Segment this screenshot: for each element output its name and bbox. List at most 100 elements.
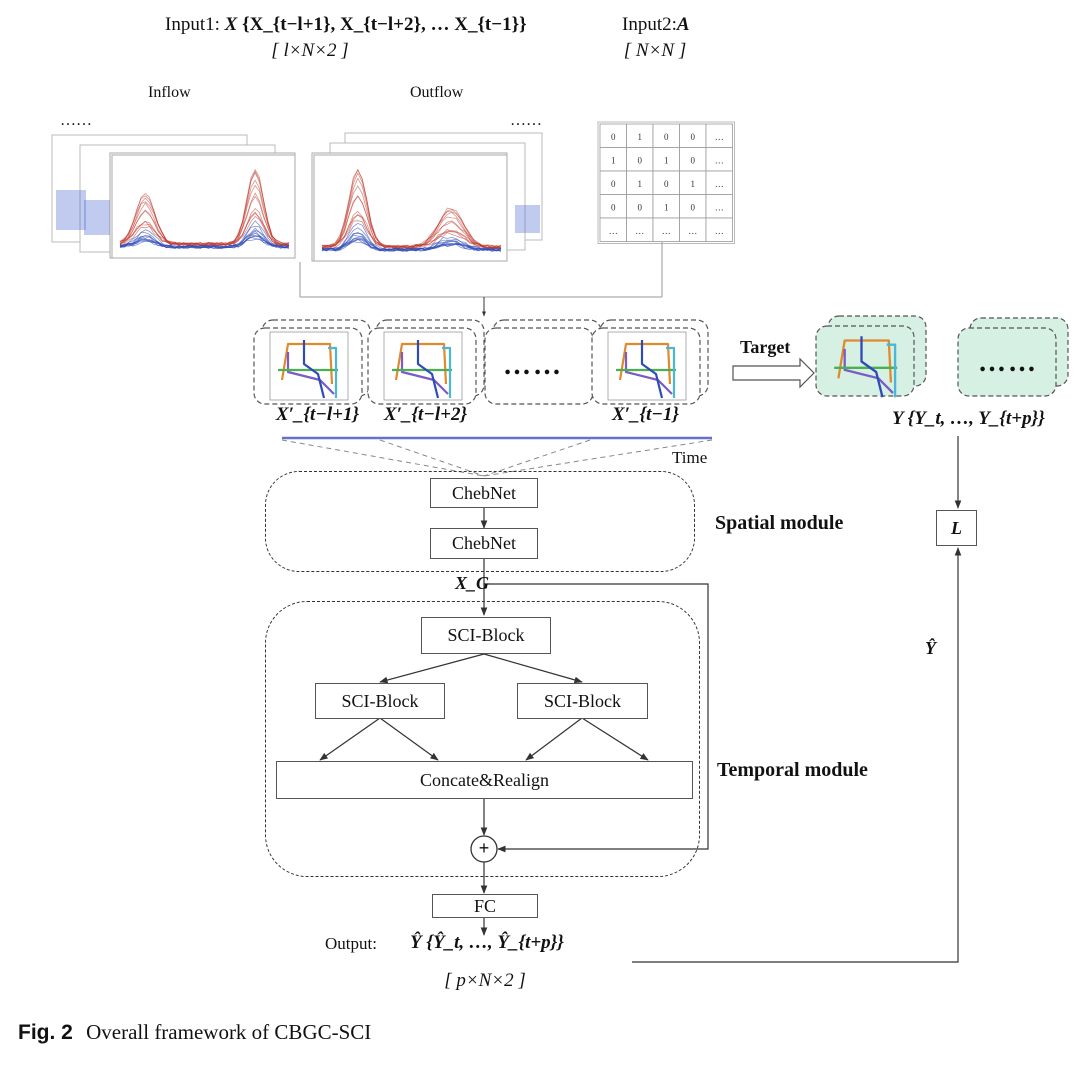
frame-label-3: X′_{t−1} bbox=[611, 404, 680, 425]
matrix-value: … bbox=[715, 155, 724, 165]
sci-block-top: SCI-Block bbox=[421, 617, 551, 654]
target-arrow bbox=[732, 357, 815, 389]
time-label: Time bbox=[672, 448, 708, 467]
frame-label-2: X′_{t−l+2} bbox=[383, 404, 468, 425]
metro-line bbox=[640, 340, 664, 399]
matrix-value: … bbox=[715, 202, 724, 212]
matrix-value: 0 bbox=[611, 132, 616, 142]
inflow-ellipsis: …… bbox=[60, 112, 92, 129]
inflow-label: Inflow bbox=[148, 84, 191, 101]
temporal-module-label: Temporal module bbox=[717, 759, 868, 781]
matrix-value: … bbox=[662, 226, 671, 236]
matrix-value: 0 bbox=[691, 132, 696, 142]
target-label: Target bbox=[740, 337, 791, 357]
metro-line bbox=[286, 352, 335, 395]
input1-set: {X_{t−l+1}, X_{t−l+2}, … X_{t−1}} bbox=[242, 14, 527, 35]
sci-block-right: SCI-Block bbox=[517, 683, 648, 719]
input1-header: Input1: X {X_{t−l+1}, X_{t−l+2}, … X_{t−… bbox=[165, 14, 527, 36]
outflow-line bbox=[321, 238, 502, 252]
loss-block: L bbox=[936, 510, 977, 546]
snapshot-frames bbox=[253, 315, 1069, 405]
metro-line bbox=[860, 336, 884, 398]
outflow-line bbox=[321, 222, 502, 252]
chebnet-block-1: ChebNet bbox=[430, 478, 538, 508]
target-ellipsis: …… bbox=[978, 347, 1038, 378]
metro-line bbox=[666, 346, 676, 398]
matrix-value: … bbox=[635, 226, 644, 236]
input1-dims: [ l×N×2 ] bbox=[271, 40, 349, 61]
matrix-value: … bbox=[609, 226, 618, 236]
figure-caption: Fig. 2 Overall framework of CBGC-SCI bbox=[18, 1020, 371, 1045]
inflow-plot bbox=[111, 154, 296, 259]
metro-line bbox=[618, 342, 672, 385]
metro-line bbox=[442, 346, 452, 398]
metro-line bbox=[624, 352, 673, 395]
target-y-label: Y {Y_t, …, Y_{t+p}} bbox=[892, 408, 1045, 429]
matrix-value: 0 bbox=[638, 155, 643, 165]
outflow-label: Outflow bbox=[410, 84, 464, 101]
input2-variable: A bbox=[676, 14, 690, 35]
outflow-line bbox=[321, 185, 502, 249]
matrix-value: 1 bbox=[691, 179, 696, 189]
matrix-value: … bbox=[715, 179, 724, 189]
sci-block-left: SCI-Block bbox=[315, 683, 445, 719]
matrix-value: … bbox=[688, 226, 697, 236]
inflow-line bbox=[119, 237, 290, 249]
metro-line bbox=[416, 340, 440, 399]
metro-line bbox=[394, 342, 448, 385]
frames-middle-ellipsis: …… bbox=[503, 350, 563, 381]
chebnet-block-2: ChebNet bbox=[430, 528, 538, 559]
caption-fig-number: Fig. 2 bbox=[18, 1021, 73, 1044]
time-fan-lines bbox=[281, 439, 713, 477]
caption-text: Overall framework of CBGC-SCI bbox=[86, 1020, 372, 1044]
matrix-value: 1 bbox=[664, 202, 669, 212]
matrix-value: 1 bbox=[638, 179, 643, 189]
input1-label: Input1: bbox=[165, 14, 220, 35]
matrix-value: 0 bbox=[664, 132, 669, 142]
inflow-line bbox=[119, 230, 290, 249]
outflow-plot bbox=[313, 154, 508, 262]
output-y-hat: Ŷ {Ŷ_t, …, Ŷ_{t+p}} bbox=[410, 932, 564, 953]
matrix-value: 1 bbox=[638, 132, 643, 142]
target-frame bbox=[815, 325, 915, 397]
fc-block: FC bbox=[432, 894, 538, 918]
outflow-ellipsis: …… bbox=[510, 112, 542, 129]
matrix-value: 1 bbox=[611, 155, 616, 165]
matrix-cell bbox=[705, 217, 733, 242]
outflow-line bbox=[321, 234, 502, 252]
matrix-value: … bbox=[715, 132, 724, 142]
concat-realign-block: Concate&Realign bbox=[276, 761, 693, 799]
matrix-value: 0 bbox=[664, 179, 669, 189]
input1-variable: X bbox=[224, 14, 238, 35]
matrix-value: 0 bbox=[611, 202, 616, 212]
inflow-line bbox=[119, 215, 290, 246]
inflow-line bbox=[119, 227, 290, 249]
matrix-value: 0 bbox=[691, 202, 696, 212]
spatial-module-region bbox=[265, 471, 695, 572]
input2-label: Input2: bbox=[622, 14, 677, 35]
input2-header: Input2:A bbox=[622, 14, 690, 36]
plus-symbol: + bbox=[478, 838, 490, 858]
inflow-line bbox=[119, 220, 290, 249]
metro-line bbox=[837, 339, 893, 383]
frame-label-1: X′_{t−l+1} bbox=[275, 404, 360, 425]
output-dims: [ p×N×2 ] bbox=[444, 970, 526, 991]
input-merge-lines bbox=[299, 242, 663, 317]
target-frame-more bbox=[957, 327, 1057, 397]
outflow-line bbox=[321, 231, 502, 252]
matrix-value: … bbox=[715, 226, 724, 236]
residual-add-node bbox=[470, 835, 498, 863]
inflow-line bbox=[119, 184, 290, 247]
metro-line bbox=[280, 342, 334, 385]
flow-connectors bbox=[319, 436, 962, 963]
metro-line bbox=[302, 340, 326, 399]
outflow-line bbox=[321, 168, 502, 249]
spatial-module-label: Spatial module bbox=[715, 512, 844, 534]
input2-dims: [ N×N ] bbox=[623, 40, 687, 61]
metro-line bbox=[886, 343, 897, 398]
matrix-value: 0 bbox=[611, 179, 616, 189]
matrix-value: 1 bbox=[664, 155, 669, 165]
outflow-plot-stack bbox=[311, 132, 543, 262]
